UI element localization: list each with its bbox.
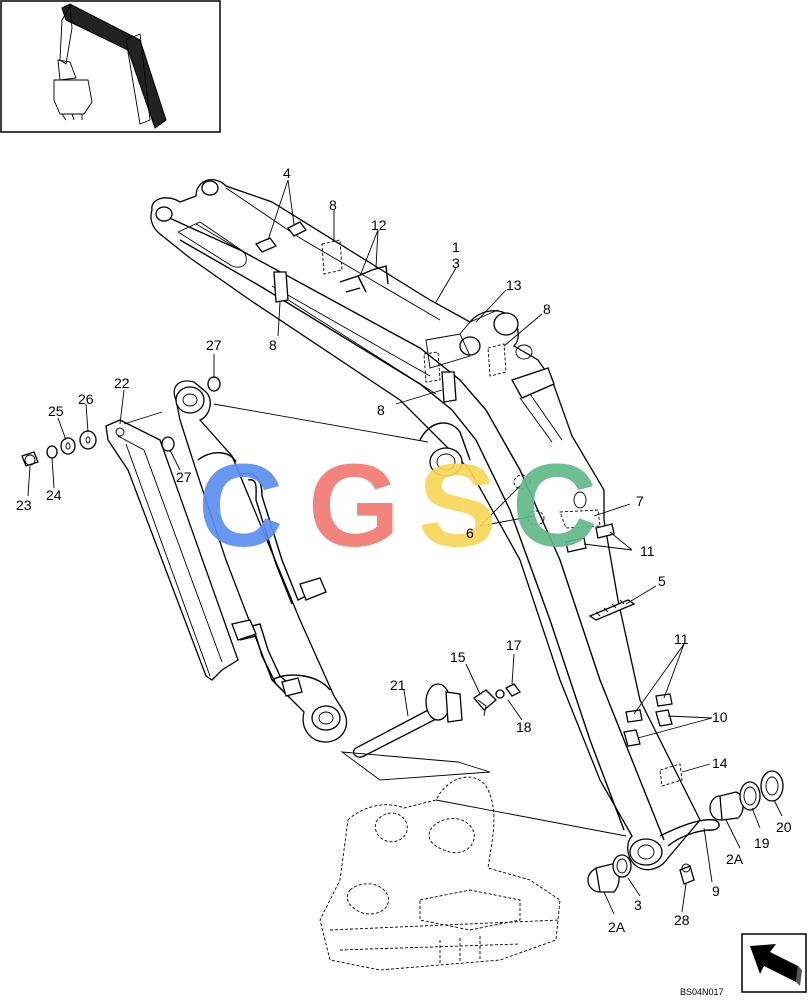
- drawing-code: BS04N017: [680, 987, 724, 997]
- callout-21: 21: [390, 677, 406, 693]
- inset-thumbnail: [0, 0, 221, 133]
- bushings-right: [587, 770, 784, 893]
- callout-20: 20: [776, 819, 792, 835]
- pin-21-assembly: [352, 683, 521, 758]
- callout-6: 6: [466, 525, 474, 541]
- callout-11-lower: 11: [674, 631, 689, 647]
- watermark-letter-4: C: [512, 440, 597, 572]
- callout-22: 22: [114, 375, 130, 391]
- callout-3-top: 3: [452, 255, 460, 271]
- callout-4: 4: [283, 165, 291, 181]
- swing-bracket-phantom: [319, 751, 561, 971]
- callout-3-bottom: 3: [634, 897, 642, 913]
- watermark-letter-1: C: [198, 440, 283, 572]
- callout-9: 9: [712, 883, 720, 899]
- view-arrow-icon: [750, 944, 798, 982]
- watermark-letter-2: G: [308, 440, 400, 572]
- watermark: C G S C: [198, 440, 597, 572]
- callout-8-top: 8: [329, 197, 337, 213]
- callout-8-right: 8: [543, 301, 551, 317]
- callout-14: 14: [712, 755, 728, 771]
- guard-22: [105, 419, 239, 681]
- callout-5: 5: [658, 573, 666, 589]
- callout-2A-right: 2A: [726, 851, 744, 867]
- callout-17: 17: [506, 637, 522, 653]
- callout-2A-bottom: 2A: [608, 919, 626, 935]
- callout-11-upper: 11: [640, 543, 655, 559]
- boom-cylinder: [173, 380, 348, 743]
- callout-10: 10: [712, 709, 728, 725]
- callout-8-mid: 8: [377, 402, 385, 418]
- callout-15: 15: [450, 649, 466, 665]
- callout-23: 23: [16, 497, 32, 513]
- callout-13: 13: [506, 277, 522, 293]
- view-direction-box: [741, 933, 807, 993]
- callout-25: 25: [48, 403, 64, 419]
- callout-27-top: 27: [206, 337, 222, 353]
- callout-19: 19: [754, 835, 770, 851]
- leader-lines: [27, 179, 783, 915]
- callout-8-left: 8: [269, 337, 277, 353]
- watermark-letter-3: S: [418, 440, 497, 572]
- callout-24: 24: [46, 487, 62, 503]
- boom-assembly: [150, 179, 720, 871]
- callout-labels: 4 8 12 1 3 13 8 8 8 27 22 26 25 27 23 24…: [16, 165, 792, 935]
- hardware-23-27: [21, 376, 221, 467]
- callout-7: 7: [636, 493, 644, 509]
- callout-26: 26: [78, 391, 94, 407]
- callout-28: 28: [674, 912, 690, 928]
- callout-18: 18: [516, 719, 532, 735]
- callout-27-bottom: 27: [176, 469, 192, 485]
- callout-1: 1: [452, 239, 460, 255]
- callout-12: 12: [371, 217, 387, 233]
